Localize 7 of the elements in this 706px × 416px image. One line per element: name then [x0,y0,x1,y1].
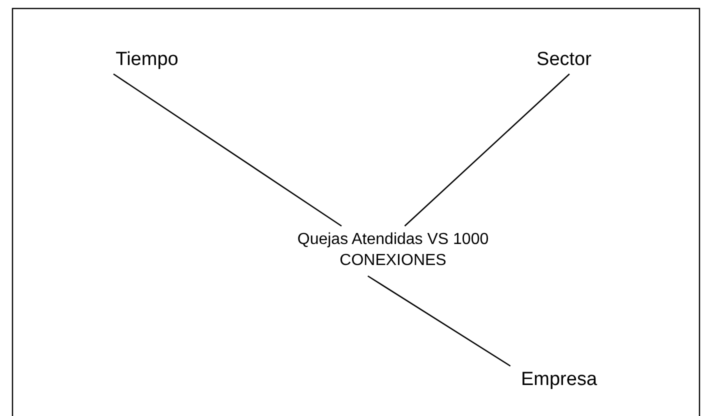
connector-line [113,73,342,227]
node-label: Sector [526,46,602,74]
node-label: Tiempo [104,46,190,74]
connector-line [404,74,570,226]
connector-line [367,275,511,367]
node-label: Empresa [508,366,610,394]
node-label: Quejas Atendidas VS 1000 CONEXIONES [290,226,496,276]
